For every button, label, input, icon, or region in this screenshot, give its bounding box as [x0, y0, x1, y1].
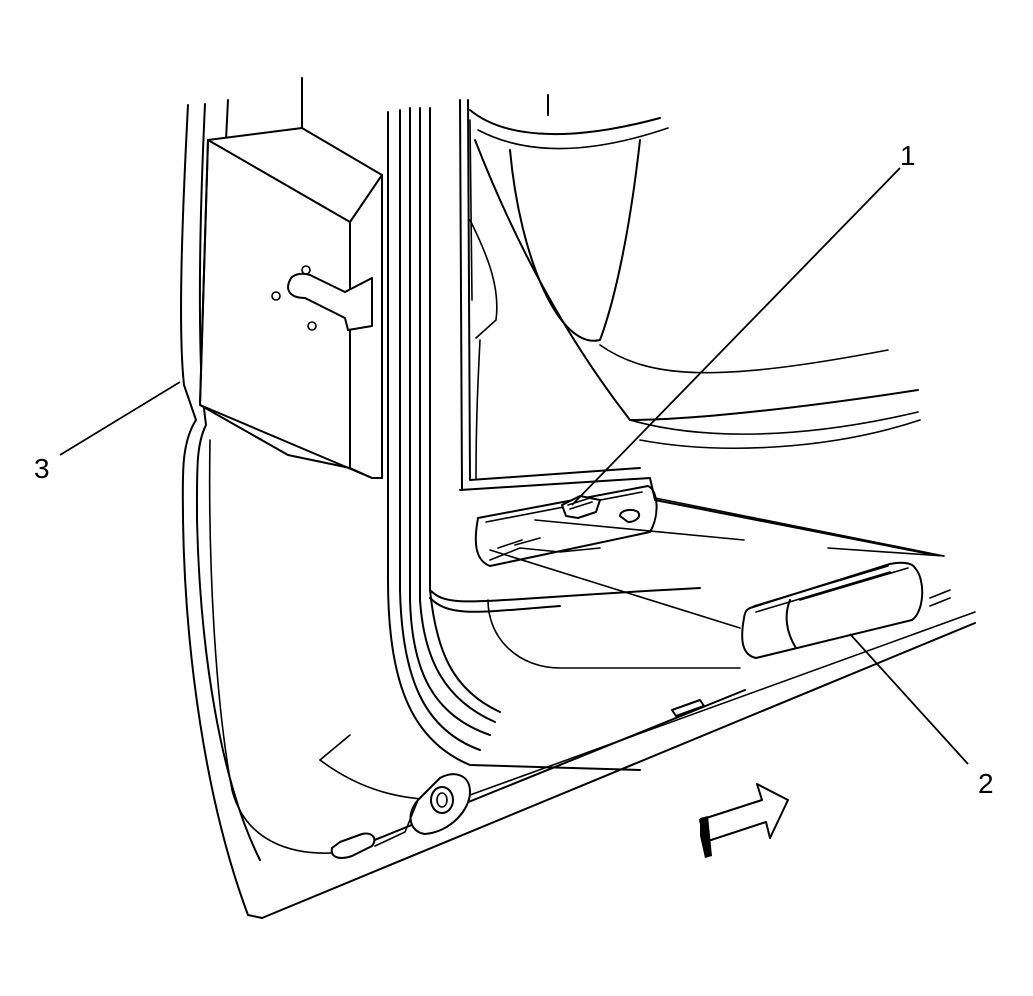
callout-label-3: 3	[34, 453, 50, 484]
door-panel	[180, 77, 346, 919]
rocker-sill	[261, 477, 976, 919]
callout-leader-3	[59, 381, 181, 456]
step-pad	[741, 561, 924, 659]
callout-leader-2	[849, 633, 969, 765]
callout-label-2: 2	[978, 768, 994, 799]
interior-trim	[469, 109, 921, 479]
callout-label-1: 1	[900, 140, 916, 171]
callout-leader-1	[571, 167, 901, 506]
forward-arrow-icon	[699, 783, 789, 858]
door-latch-block	[199, 127, 383, 479]
explode-lines	[489, 497, 945, 629]
